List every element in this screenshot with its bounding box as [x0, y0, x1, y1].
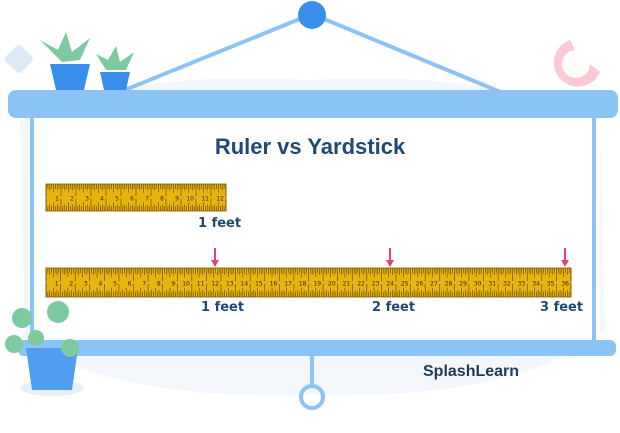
tick-label: 33 — [518, 281, 526, 288]
marker-arrow-head — [211, 260, 219, 267]
tick-label: 34 — [532, 281, 540, 288]
tick-label: 10 — [182, 281, 190, 288]
yardstick-marker-label: 2 feet — [372, 300, 416, 315]
tick-label: 1 — [55, 196, 59, 203]
tick-label: 2 — [70, 196, 74, 203]
board-panel — [28, 118, 600, 340]
board-bottom-bar — [18, 340, 616, 356]
tick-label: 11 — [201, 196, 209, 203]
diamond-decoration-icon — [5, 45, 33, 73]
tick-label: 31 — [488, 281, 496, 288]
tick-label: 10 — [186, 196, 194, 203]
tick-label: 11 — [197, 281, 205, 288]
hanging-string-right — [311, 12, 511, 98]
tick-label: 6 — [130, 196, 134, 203]
tick-label: 27 — [430, 281, 438, 288]
tick-label: 3 — [85, 196, 89, 203]
tick-label: 8 — [157, 281, 161, 288]
tick-label: 5 — [115, 196, 119, 203]
yardstick-markers — [211, 248, 569, 267]
tick-label: 25 — [401, 281, 409, 288]
tick-label: 1 — [55, 281, 59, 288]
tick-label: 21 — [343, 281, 351, 288]
marker-arrow-head — [561, 260, 569, 267]
pink-ring-decoration-icon — [553, 40, 600, 87]
board-top-bar — [8, 90, 618, 118]
tick-label: 3 — [84, 281, 88, 288]
tick-label: 5 — [113, 281, 117, 288]
plant-pot-icon — [40, 32, 134, 90]
tick-label: 18 — [299, 281, 307, 288]
tick-label: 8 — [160, 196, 164, 203]
tick-label: 35 — [547, 281, 555, 288]
tick-label: 17 — [284, 281, 292, 288]
tick-label: 16 — [270, 281, 278, 288]
tick-label: 28 — [445, 281, 453, 288]
tick-label: 24 — [386, 281, 394, 288]
tick-label: 36 — [561, 281, 569, 288]
tick-label: 9 — [175, 196, 179, 203]
page-title: Ruler vs Yardstick — [214, 134, 406, 159]
tick-label: 26 — [416, 281, 424, 288]
tick-label: 20 — [328, 281, 336, 288]
tick-label: 19 — [313, 281, 321, 288]
tick-label: 32 — [503, 281, 511, 288]
tick-label: 23 — [372, 281, 380, 288]
tick-label: 12 — [216, 196, 224, 203]
tick-label: 6 — [128, 281, 132, 288]
marker-arrow-head — [386, 260, 394, 267]
plant-pot-icon — [5, 301, 84, 396]
board-stand-ring — [299, 384, 325, 410]
tick-label: 4 — [100, 196, 104, 203]
yardstick-marker-label: 1 feet — [201, 300, 245, 315]
hanging-hook-icon — [298, 1, 326, 29]
tick-label: 7 — [142, 281, 146, 288]
tick-label: 22 — [357, 281, 365, 288]
yardstick-marker-label: 3 feet — [540, 300, 584, 315]
tick-label: 7 — [145, 196, 149, 203]
tick-label: 12 — [211, 281, 219, 288]
tick-label: 9 — [171, 281, 175, 288]
tick-label: 4 — [99, 281, 103, 288]
ruler-length-label: 1 feet — [198, 216, 242, 231]
tick-label: 15 — [255, 281, 263, 288]
tick-label: 30 — [474, 281, 482, 288]
tick-label: 2 — [69, 281, 73, 288]
tick-label: 13 — [226, 281, 234, 288]
tick-label: 29 — [459, 281, 467, 288]
brand-logo: SplashLearn — [423, 363, 520, 380]
hanging-string-left — [109, 12, 313, 98]
tick-label: 14 — [241, 281, 249, 288]
